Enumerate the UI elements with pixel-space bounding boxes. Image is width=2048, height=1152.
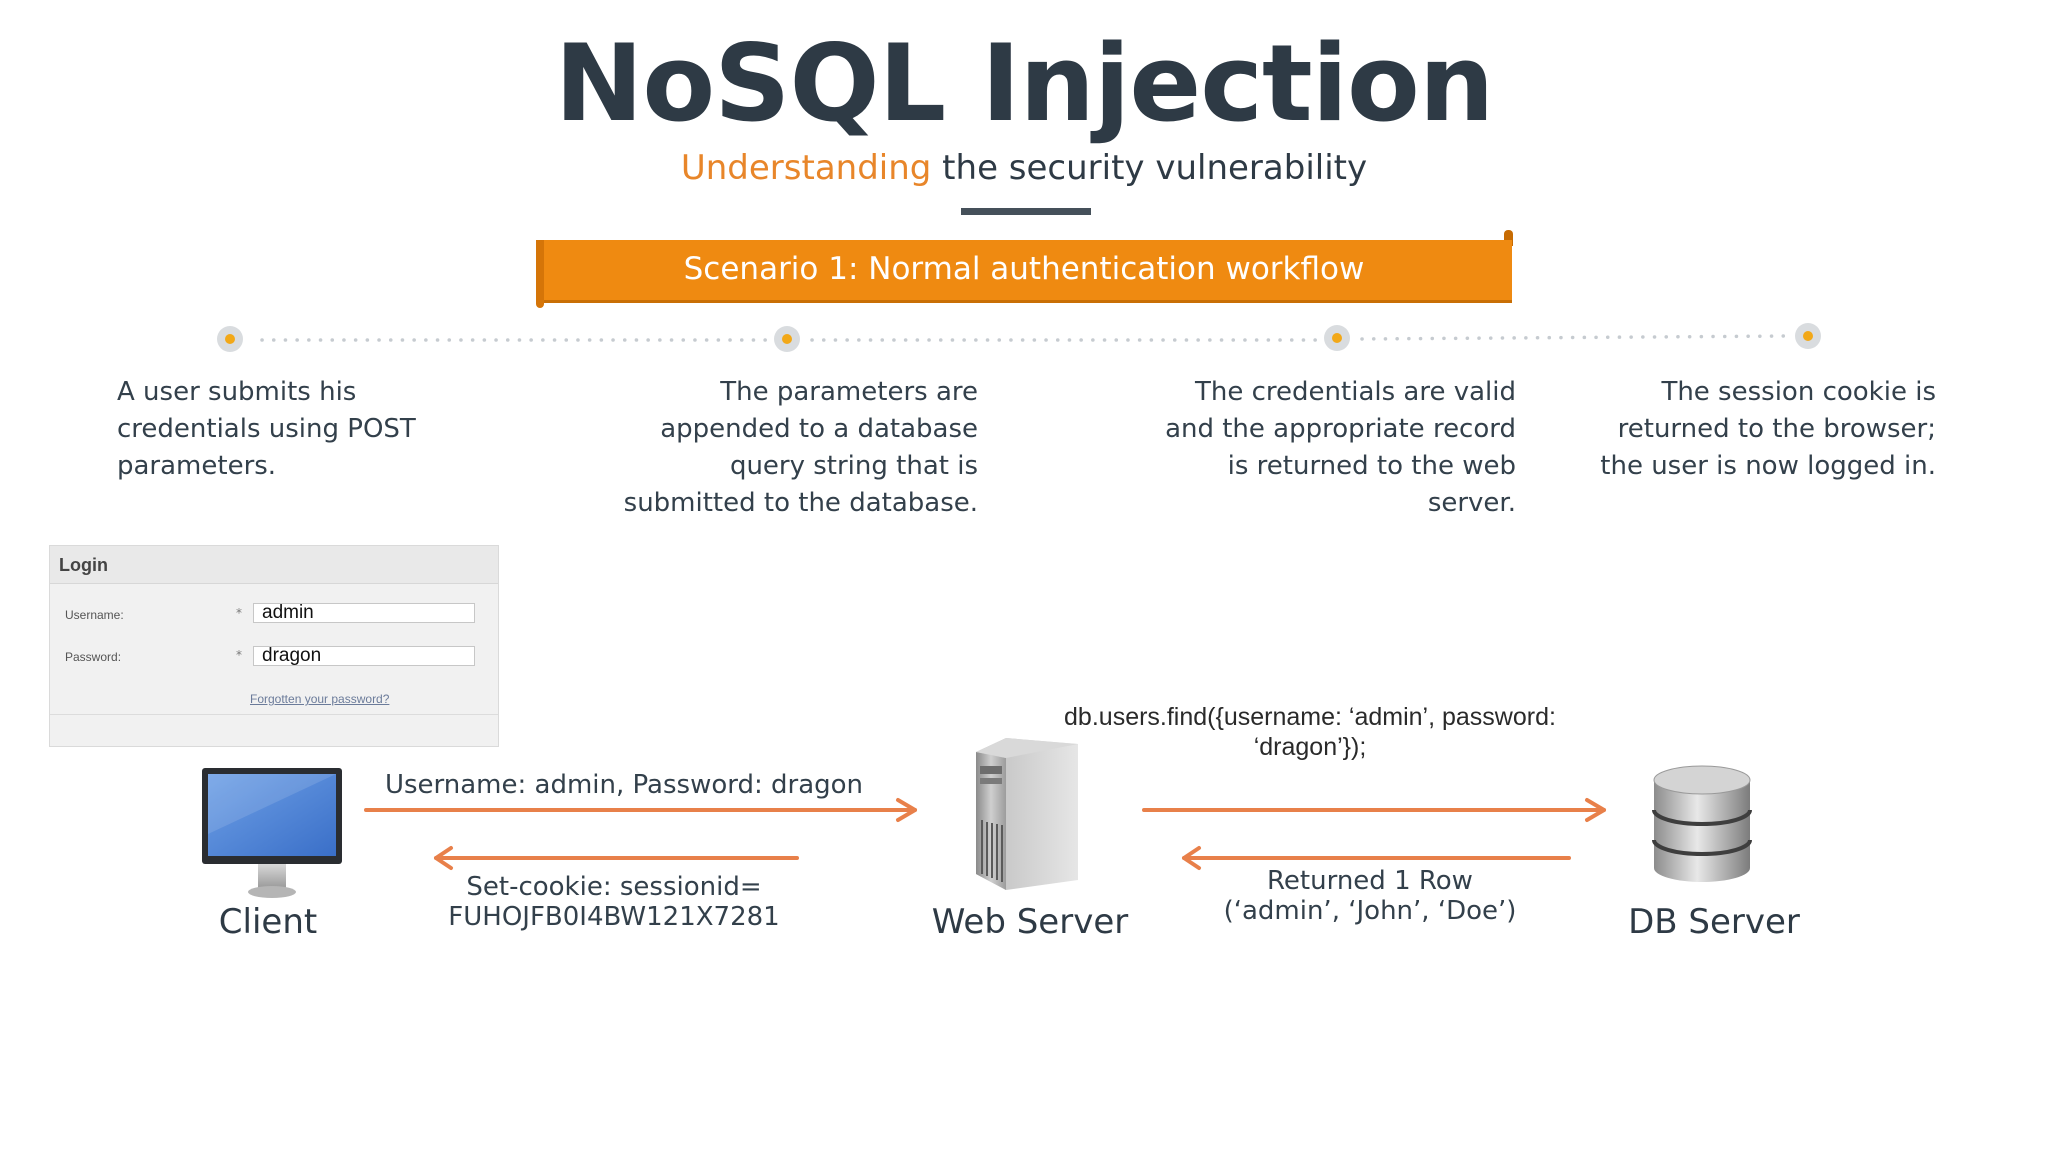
response-label-line1: Set-cookie: sessionid= bbox=[466, 872, 762, 902]
banner-tab-left bbox=[536, 240, 544, 308]
timeline-node-2 bbox=[774, 326, 800, 352]
forgot-password-link[interactable]: Forgotten your password? bbox=[250, 692, 390, 706]
query-label-line2: ‘dragon’}); bbox=[1253, 733, 1367, 761]
client-label: Client bbox=[218, 902, 318, 942]
timeline-node-4 bbox=[1795, 323, 1821, 349]
username-field[interactable]: admin bbox=[253, 603, 475, 623]
subtitle-rest: the security vulnerability bbox=[931, 148, 1368, 188]
query-label-line1: db.users.find({username: ‘admin’, passwo… bbox=[1064, 703, 1556, 731]
login-divider bbox=[50, 714, 498, 715]
login-heading: Login bbox=[50, 546, 498, 584]
step-4-text: The session cookie is returned to the br… bbox=[1600, 377, 1936, 481]
query-arrow bbox=[1142, 798, 1606, 822]
timeline-dots-3 bbox=[1360, 334, 1790, 341]
banner-tab-right bbox=[1504, 230, 1513, 246]
step-3-text: The credentials are valid and the approp… bbox=[1165, 377, 1516, 518]
page-subtitle: Understanding the security vulnerability bbox=[0, 148, 2048, 188]
request-arrow bbox=[364, 798, 917, 822]
password-required-mark: * bbox=[236, 648, 242, 662]
username-required-mark: * bbox=[236, 606, 242, 620]
title-underline bbox=[961, 208, 1091, 215]
timeline-node-1 bbox=[217, 326, 243, 352]
database-icon bbox=[1652, 765, 1752, 882]
page-title: NoSQL Injection bbox=[554, 22, 1495, 145]
password-label: Password: bbox=[65, 650, 122, 664]
step-2-text: The parameters are appended to a databas… bbox=[623, 377, 978, 518]
web-server-label: Web Server bbox=[931, 902, 1129, 942]
db-server-label: DB Server bbox=[1628, 902, 1800, 942]
step-1-text: A user submits his credentials using POS… bbox=[117, 377, 416, 481]
response-label-line2: FUHOJFB0I4BW121X7281 bbox=[448, 902, 780, 932]
result-label-line2: (‘admin’, ‘John’, ‘Doe’) bbox=[1223, 896, 1517, 926]
password-field[interactable]: dragon bbox=[253, 646, 475, 666]
timeline-node-3 bbox=[1324, 325, 1350, 351]
monitor-icon bbox=[202, 768, 342, 898]
response-arrow bbox=[434, 846, 799, 870]
scenario-banner: Scenario 1: Normal authentication workfl… bbox=[536, 240, 1512, 300]
login-form: Login Username: * admin Password: * drag… bbox=[49, 545, 499, 747]
result-label-line1: Returned 1 Row bbox=[1267, 866, 1473, 896]
subtitle-accent: Understanding bbox=[680, 148, 932, 188]
request-label: Username: admin, Password: dragon bbox=[384, 770, 864, 800]
server-tower-icon bbox=[976, 738, 1078, 890]
result-arrow bbox=[1182, 846, 1571, 870]
username-label: Username: bbox=[65, 608, 124, 622]
